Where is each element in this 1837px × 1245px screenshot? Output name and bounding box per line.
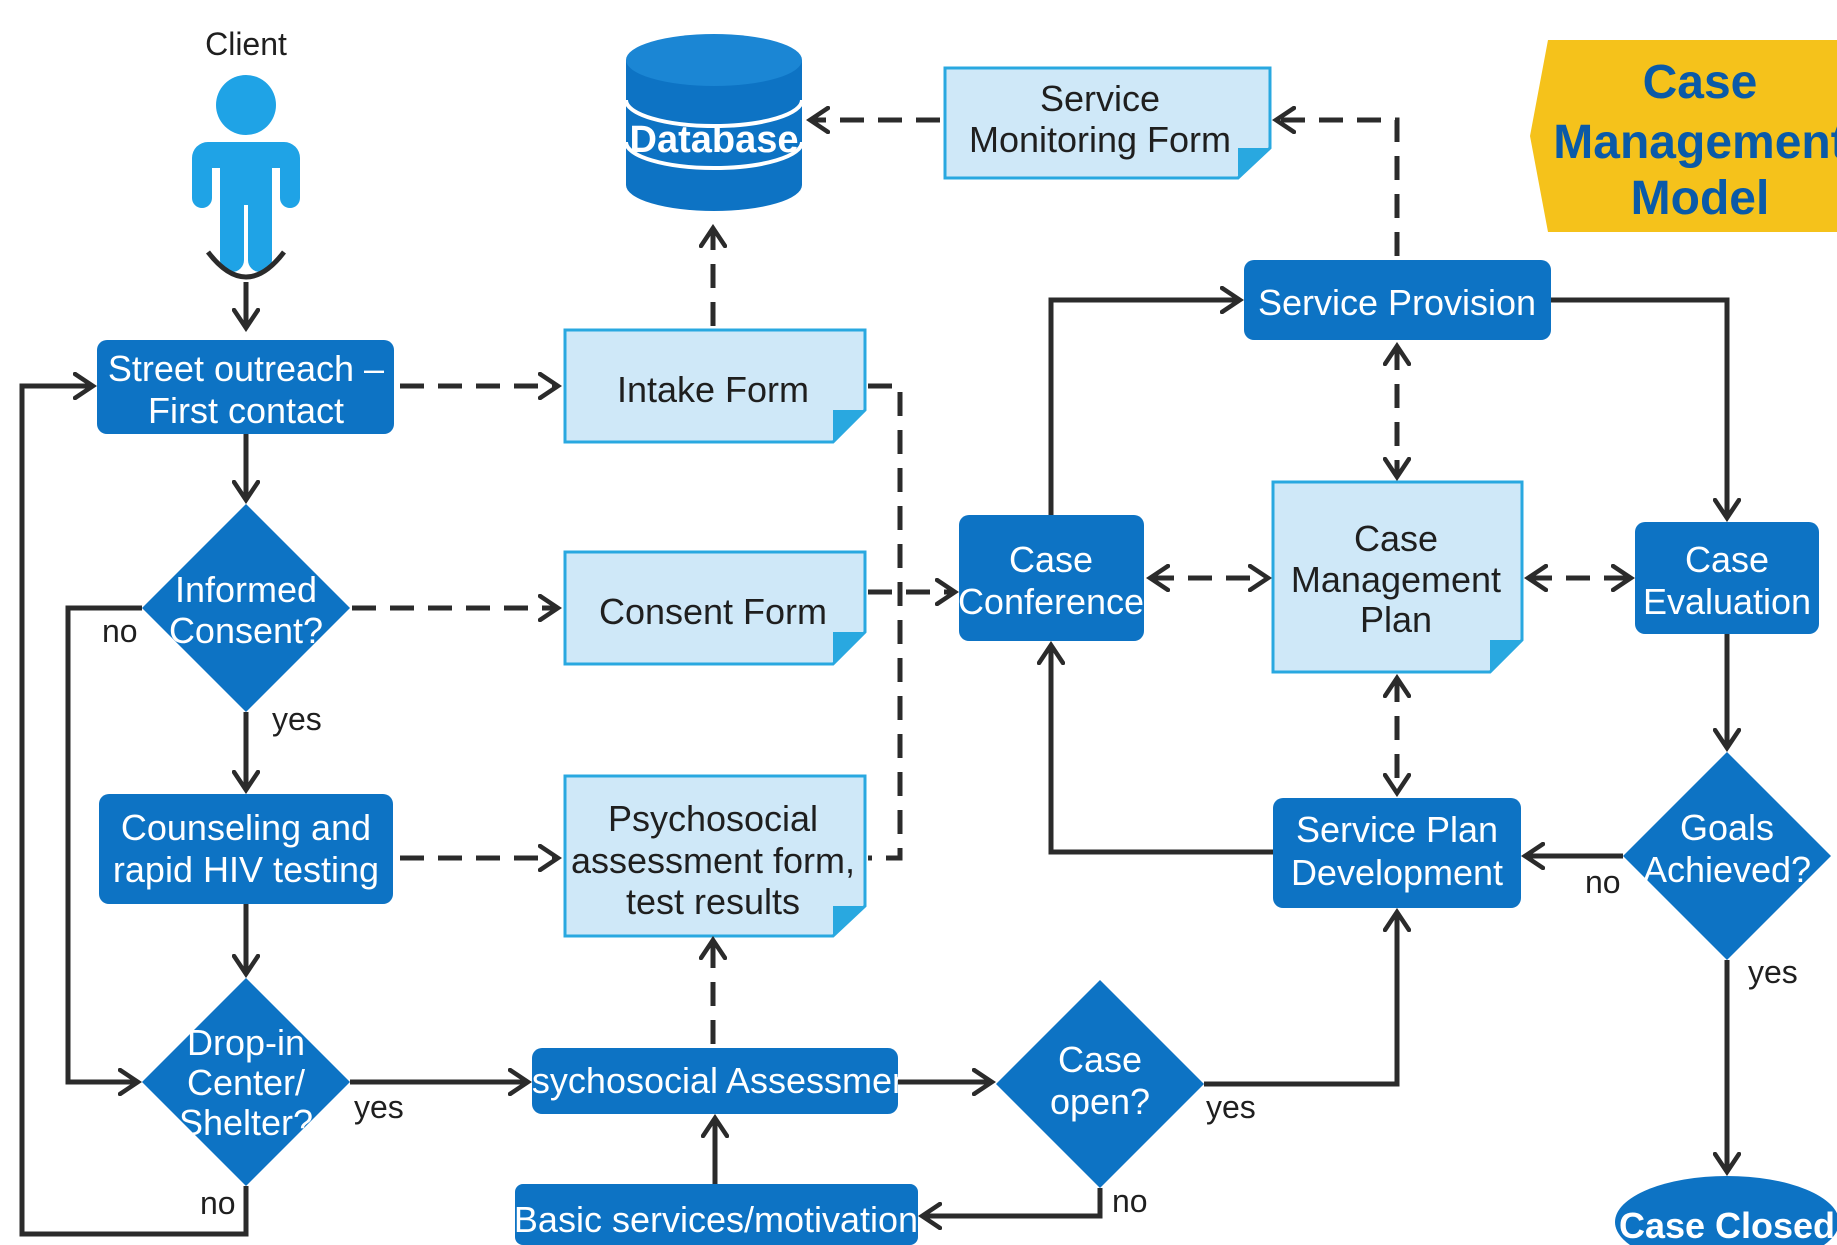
process-psychosocial-assessment: Psychosocial Assessment [508, 1048, 922, 1114]
edge-label-no: no [1112, 1183, 1148, 1219]
arrow [1051, 645, 1273, 855]
process-text: Service Provision [1258, 282, 1536, 323]
database-label: Database [630, 119, 799, 161]
client-person-icon: Client [192, 26, 300, 280]
arrow [65, 605, 142, 1082]
process-text: rapid HIV testing [113, 849, 379, 890]
arrow [1276, 120, 1400, 256]
database-icon: Database [624, 34, 804, 211]
edge-label-yes: yes [272, 701, 322, 737]
decision-text: Achieved? [1643, 849, 1811, 890]
doc-text: Consent Form [599, 591, 827, 632]
process-text: Development [1291, 852, 1503, 893]
decision-text: Goals [1680, 807, 1774, 848]
process-text: Case Closed [1619, 1205, 1835, 1245]
decision-text: Case [1058, 1039, 1142, 1080]
title-line-2: Management [1553, 116, 1837, 169]
doc-case-management-plan: Case Management Plan [1271, 480, 1524, 674]
edge-label-yes: yes [1748, 954, 1798, 990]
decision-text: Drop-in [187, 1022, 305, 1063]
dashed-connectors [352, 120, 1631, 1044]
process-case-conference: Case Conference [958, 515, 1144, 641]
process-basic-services: Basic services/motivation [514, 1184, 918, 1245]
doc-text: Plan [1360, 599, 1432, 640]
title-badge: Case Management Model [1530, 40, 1837, 232]
solid-connectors [19, 297, 1727, 1237]
decision-text: open? [1050, 1081, 1150, 1122]
doc-service-monitoring-form: Service Monitoring Form [943, 66, 1272, 180]
process-service-plan-development: Service Plan Development [1273, 798, 1521, 908]
decision-text: Informed [175, 569, 317, 610]
doc-text: Psychosocial [608, 798, 818, 839]
process-text: Service Plan [1296, 809, 1498, 850]
process-text: Evaluation [1643, 581, 1811, 622]
process-text: Street outreach – [108, 348, 384, 389]
doc-text: Intake Form [617, 369, 809, 410]
doc-intake-form: Intake Form [563, 328, 867, 444]
process-street-outreach: Street outreach – First contact [97, 340, 394, 434]
doc-text: Management [1291, 559, 1501, 600]
arrow [19, 386, 249, 1237]
title-line-1: Case [1643, 56, 1758, 109]
process-text: Case [1685, 539, 1769, 580]
arrow [1551, 297, 1727, 518]
edge-label-no: no [102, 613, 138, 649]
arrow [1048, 300, 1240, 515]
arrow [1204, 912, 1397, 1087]
edge-label-no: no [1585, 864, 1621, 900]
decision-goals-achieved: Goals Achieved? [1623, 752, 1831, 960]
decision-text: Consent? [169, 610, 323, 651]
process-text: Case [1009, 539, 1093, 580]
process-case-closed: Case Closed [1615, 1176, 1837, 1245]
decision-case-open: Case open? [996, 980, 1204, 1188]
decision-text: Center/ [187, 1062, 305, 1103]
decision-drop-in-center: Drop-in Center/ Shelter? [142, 978, 350, 1186]
process-service-provision: Service Provision [1244, 260, 1551, 340]
edge-label-no: no [200, 1185, 236, 1221]
edge-label-yes: yes [1206, 1089, 1256, 1125]
process-text: Basic services/motivation [514, 1199, 918, 1240]
decision-text: Shelter? [179, 1102, 313, 1143]
doc-text: test results [626, 881, 800, 922]
doc-text: Monitoring Form [969, 119, 1231, 160]
process-counseling: Counseling and rapid HIV testing [99, 794, 393, 904]
forms-bracket-line [868, 383, 903, 861]
edge-label-yes: yes [354, 1089, 404, 1125]
title-line-3: Model [1631, 172, 1770, 225]
process-text: First contact [148, 390, 344, 431]
process-text: Counseling and [121, 807, 371, 848]
process-case-evaluation: Case Evaluation [1635, 522, 1819, 634]
doc-text: Case [1354, 518, 1438, 559]
doc-consent-form: Consent Form [563, 550, 867, 666]
client-label: Client [205, 26, 287, 62]
doc-text: assessment form, [571, 840, 855, 881]
doc-text: Service [1040, 78, 1160, 119]
process-text: Conference [958, 581, 1144, 622]
arrow [922, 1188, 1103, 1216]
decision-informed-consent: Informed Consent? [142, 504, 350, 712]
doc-psychosocial-form: Psychosocial assessment form, test resul… [563, 774, 867, 938]
process-text: Psychosocial Assessment [508, 1060, 922, 1101]
